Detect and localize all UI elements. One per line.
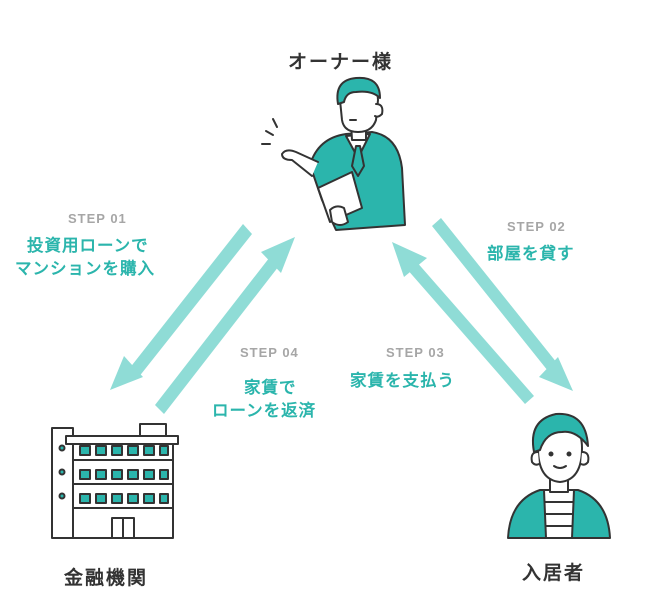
tenant-label: 入居者 [522,562,586,584]
step01-number: STEP 01 [68,211,127,226]
step02-text-line1: 部屋を貸す [487,244,575,263]
step04-text-line2: ローンを返済 [212,401,317,420]
arrow-step02 [432,218,573,391]
arrow-step04 [155,237,295,414]
step03-number: STEP 03 [386,345,445,360]
arrow-step03 [392,242,534,404]
step01-text-line2: マンションを購入 [15,259,155,278]
step02-number: STEP 02 [507,219,566,234]
owner-label: オーナー様 [288,51,394,73]
step04-text-line1: 家賃で [244,378,297,397]
step04-number: STEP 04 [240,345,299,360]
arrow-step01 [110,224,252,390]
tenant-illustration [507,412,611,539]
step01-text-line1: 投資用ローンで [27,236,149,255]
bank-label: 金融機関 [64,567,149,589]
bank-building-illustration [51,423,179,539]
owner-illustration [261,76,406,231]
step03-text-line1: 家賃を支払う [350,371,455,390]
